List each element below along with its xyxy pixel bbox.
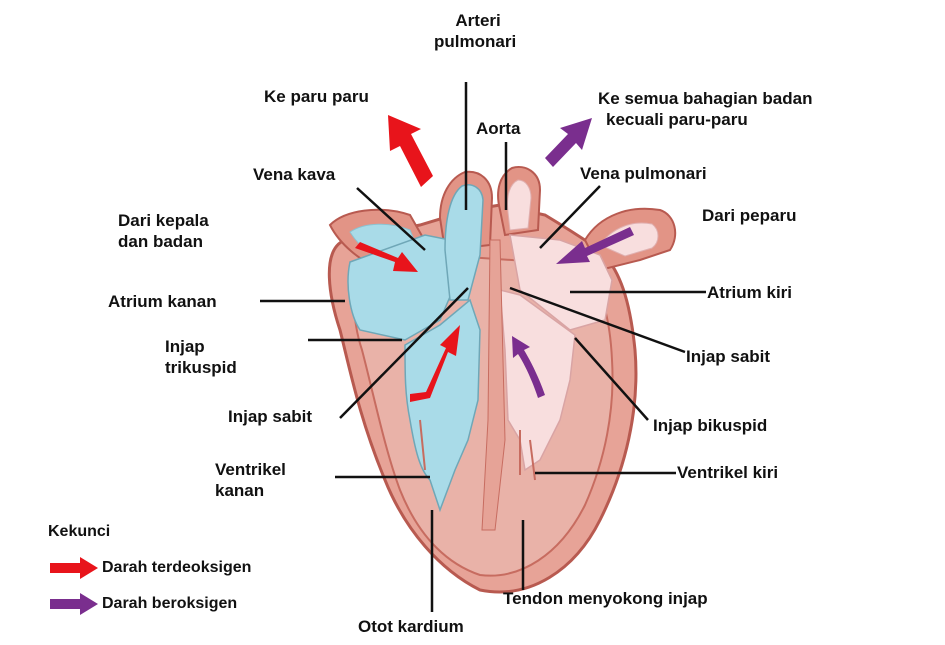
label-ke-paru-paru: Ke paru paru bbox=[264, 86, 369, 107]
label-ke-semua: Ke semua bahagian badan kecuali paru-par… bbox=[598, 88, 812, 130]
label-ke-semua-line2: kecuali paru-paru bbox=[606, 109, 812, 130]
label-ventrikel-kiri: Ventrikel kiri bbox=[677, 462, 778, 483]
label-ventrikel-kanan: Ventrikel kanan bbox=[215, 459, 286, 501]
label-dari-kepala-line2: dan badan bbox=[118, 231, 209, 252]
red-arrow-icon bbox=[48, 555, 100, 581]
label-dari-kepala: Dari kepala dan badan bbox=[118, 210, 209, 252]
label-injap-sabit-right: Injap sabit bbox=[686, 346, 770, 367]
key-title: Kekunci bbox=[48, 523, 110, 541]
label-ventrikel-kanan-line2: kanan bbox=[215, 480, 286, 501]
label-dari-kepala-line1: Dari kepala bbox=[118, 210, 209, 231]
label-tendon: Tendon menyokong injap bbox=[503, 588, 708, 609]
label-ke-semua-line1: Ke semua bahagian badan bbox=[598, 88, 812, 109]
label-arteri-pulmonari-line2: pulmonari bbox=[434, 31, 516, 52]
key-item-deoxygenated: Darah terdeoksigen bbox=[48, 555, 251, 581]
arrow-ke-semua bbox=[545, 118, 592, 167]
label-injap-bikuspid: Injap bikuspid bbox=[653, 415, 767, 436]
label-vena-kava: Vena kava bbox=[253, 164, 335, 185]
label-arteri-pulmonari-line1: Arteri bbox=[440, 10, 516, 31]
label-atrium-kiri: Atrium kiri bbox=[707, 282, 792, 303]
aorta-lumen bbox=[507, 180, 531, 230]
label-arteri-pulmonari: Arteri pulmonari bbox=[440, 10, 516, 52]
label-injap-trikuspid: Injap trikuspid bbox=[165, 336, 237, 378]
label-vena-pulmonari: Vena pulmonari bbox=[580, 163, 707, 184]
label-dari-peparu: Dari peparu bbox=[702, 205, 796, 226]
arrow-ke-paru-paru bbox=[388, 115, 433, 187]
label-ventrikel-kanan-line1: Ventrikel bbox=[215, 459, 286, 480]
key-item-oxygenated-label: Darah beroksigen bbox=[102, 595, 237, 613]
key-item-deoxygenated-label: Darah terdeoksigen bbox=[102, 559, 251, 577]
label-aorta: Aorta bbox=[476, 118, 520, 139]
label-otot-kardium: Otot kardium bbox=[358, 616, 464, 637]
label-injap-sabit-left: Injap sabit bbox=[228, 406, 312, 427]
key-item-oxygenated: Darah beroksigen bbox=[48, 591, 237, 617]
label-injap-trikuspid-line2: trikuspid bbox=[165, 357, 237, 378]
purple-arrow-icon bbox=[48, 591, 100, 617]
label-injap-trikuspid-line1: Injap bbox=[165, 336, 237, 357]
label-atrium-kanan: Atrium kanan bbox=[108, 291, 217, 312]
